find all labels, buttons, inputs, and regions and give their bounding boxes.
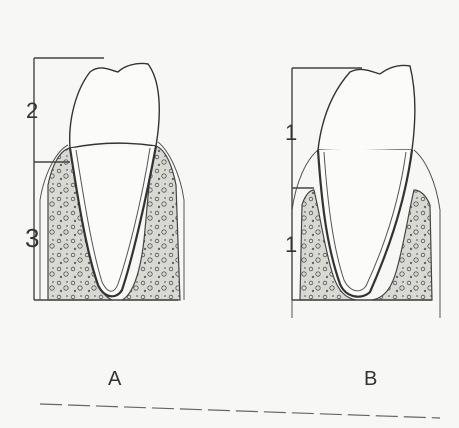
panel-a-root-ratio-label: 3 xyxy=(25,223,39,253)
panel-a-caption: A xyxy=(108,368,122,390)
panel-b-caption: B xyxy=(364,368,377,390)
panel-b-root-ratio-label: 1 xyxy=(285,232,297,257)
panel-a: 2 3 A xyxy=(25,58,184,390)
panel-b-tooth-crown xyxy=(318,65,415,150)
panel-a-tooth-crown xyxy=(70,63,160,148)
panel-b-crown-ratio-label: 1 xyxy=(285,120,297,145)
page-edge-line xyxy=(40,404,440,418)
panel-a-crown-ratio-label: 2 xyxy=(26,98,38,123)
panel-b: 1 1 B xyxy=(285,65,440,390)
